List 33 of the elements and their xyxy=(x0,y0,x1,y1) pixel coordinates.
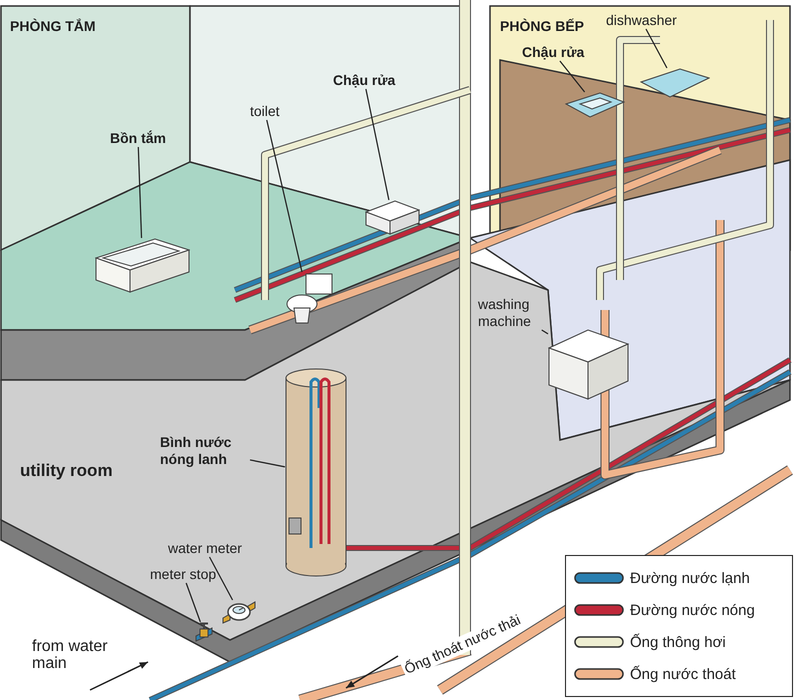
bathtub-drawing xyxy=(95,238,190,293)
sink-drawing xyxy=(365,200,420,235)
water-meter-drawing xyxy=(222,600,256,624)
part-label: Bồn tắm xyxy=(110,130,166,147)
legend-label: Đường nước nóng xyxy=(630,602,755,618)
leader-line xyxy=(208,556,234,600)
leader-line xyxy=(266,120,303,272)
part-label: Bình nước nóng lanh xyxy=(160,434,250,468)
water-heater-drawing xyxy=(285,368,347,578)
room-label: utility room xyxy=(20,462,113,479)
leader-line xyxy=(138,146,142,238)
leader-line xyxy=(541,329,548,334)
dishwasher-drawing xyxy=(640,68,710,98)
sink-drawing xyxy=(565,92,625,118)
part-label: Chậu rửa xyxy=(333,72,396,89)
part-label: washing machine xyxy=(478,296,550,330)
room-label: PHÒNG TẮM xyxy=(10,18,96,35)
leader-line xyxy=(645,28,668,68)
legend-label: Ống nước thoát xyxy=(630,666,736,682)
leader-line xyxy=(559,60,586,92)
part-label: dishwasher xyxy=(606,12,677,29)
part-label: meter stop xyxy=(150,566,216,583)
valve-drawing xyxy=(194,622,214,642)
leader-line xyxy=(365,88,390,200)
part-label: Chậu rửa xyxy=(522,44,584,61)
room-label: PHÒNG BẾP xyxy=(500,18,584,35)
leader-line xyxy=(186,582,201,622)
leader-line xyxy=(250,459,286,468)
caption-text: from water main xyxy=(32,638,109,672)
part-label: toilet xyxy=(250,103,280,120)
legend-label: Đường nước lạnh xyxy=(630,570,750,586)
legend-label: Ống thông hơi xyxy=(630,634,726,650)
part-label: water meter xyxy=(168,540,242,557)
